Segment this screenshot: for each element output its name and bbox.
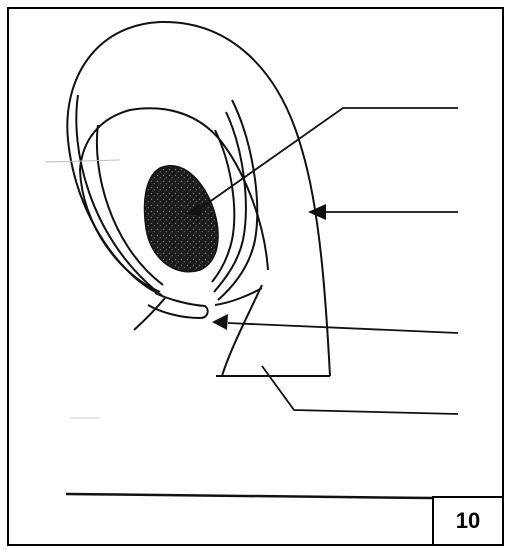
pointer-arrowhead-3 xyxy=(212,314,228,330)
radicle-tail xyxy=(134,298,165,330)
answer-line xyxy=(66,494,432,498)
shaded-embryo xyxy=(145,166,218,272)
figure-number-box: 10 xyxy=(432,496,504,546)
figure-number: 10 xyxy=(456,508,480,534)
pointer-line-4 xyxy=(262,366,458,414)
right-coat-line-inner xyxy=(212,130,234,282)
bottom-left-flap xyxy=(148,293,208,318)
pointer-line-3 xyxy=(228,323,458,333)
scan-smudge-1 xyxy=(45,160,120,162)
seed-base-curve xyxy=(222,285,262,376)
pointer-line-1 xyxy=(198,108,458,210)
right-coat-line-outer xyxy=(218,100,257,300)
left-coat-line-outer xyxy=(76,95,155,290)
